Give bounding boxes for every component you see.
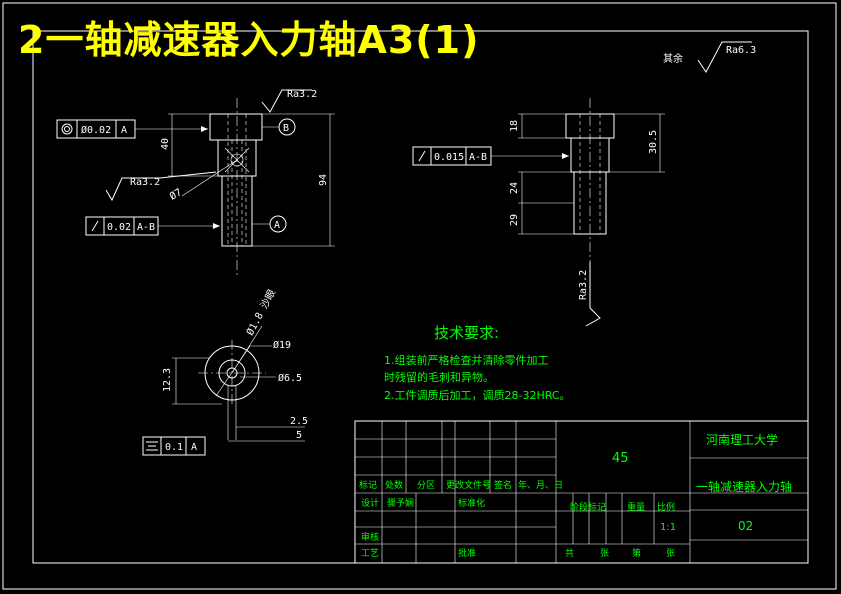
dim-18: 18: [509, 120, 520, 132]
roughness-top-icon: [261, 89, 312, 113]
flange-outline: [209, 113, 263, 141]
tb-zone: 分区: [417, 480, 435, 491]
tb-approve: 批准: [458, 547, 476, 559]
bottom-view: Ø1.8 沙眼 Ø19 Ø6.5 12.3 2.5 5 0.1: [142, 288, 308, 456]
general-roughness-value: Ra6.3: [726, 45, 756, 56]
dim-24: 24: [509, 182, 520, 194]
roughness-left-value: Ra3.2: [130, 177, 160, 188]
dim-29: 29: [509, 214, 520, 226]
tb-university: 河南理工大学: [706, 432, 778, 447]
fcf-runout-side-tol: 0.015: [434, 152, 464, 163]
tb-mark: 标记: [359, 479, 377, 491]
tb-count: 处数: [385, 479, 403, 491]
tb-material: 45: [612, 451, 629, 466]
datum-a-label: A: [274, 220, 280, 231]
roughness-right-icon: [585, 262, 601, 327]
tb-review: 审核: [361, 531, 379, 543]
tb-part-name: 一轴减速器入力轴: [696, 479, 792, 494]
concentric-symbol-icon: [61, 123, 73, 135]
tech-line-1: 1.组装前严格检查并清除零件加工: [384, 353, 549, 367]
runout-side-symbol-icon: [418, 150, 426, 162]
tb-process: 工艺: [361, 548, 379, 559]
fcf-runout-side-datum: A-B: [469, 152, 487, 163]
tb-drawing-no: 02: [738, 519, 753, 533]
tb-sign: 签名: [494, 479, 512, 491]
tech-line-2: 时残留的毛刺和异物。: [384, 370, 494, 384]
roughness-top-value: Ra3.2: [287, 89, 317, 100]
cross-hole: [230, 153, 244, 167]
tb-scale-label: 比例: [657, 501, 675, 513]
fcf-concentric-tol: Ø0.02: [81, 124, 111, 136]
tb-weight: 重量: [627, 501, 645, 513]
tb-sheets-unit: 张: [600, 548, 609, 559]
datum-b-label: B: [283, 123, 289, 134]
side-view: 18 30.5 24 29 0.015 A-B Ra3.2: [412, 98, 665, 327]
dim-12-3: 12.3: [162, 368, 173, 392]
tb-design-label: 设计: [361, 497, 379, 509]
tb-sheets: 共: [565, 548, 574, 559]
fcf-symmetry-datum: A: [191, 442, 197, 453]
roughness-symbol-icon: [697, 41, 752, 73]
fcf-runout-front: 0.02 A-B: [85, 216, 220, 236]
front-view: Ra3.2 Ra3.2 Ø0.02 A 0.02 A-B: [56, 89, 335, 276]
tb-scale: 1:1: [660, 522, 676, 533]
fcf-runout-side: 0.015 A-B: [412, 146, 569, 166]
general-roughness: 其余 Ra6.3: [663, 41, 756, 73]
dim-phi19: Ø19: [273, 339, 291, 351]
fcf-concentric-datum: A: [121, 125, 127, 136]
dim-40: 40: [160, 138, 171, 150]
tb-change-doc: 更改文件号: [446, 479, 491, 491]
general-roughness-label: 其余: [663, 52, 683, 65]
symmetry-symbol-icon: [146, 441, 158, 451]
tech-heading: 技术要求:: [434, 324, 499, 342]
roughness-right-value: Ra3.2: [578, 270, 589, 300]
tech-requirements: 技术要求: 1.组装前严格检查并清除零件加工 时残留的毛刺和异物。 2.工件调质…: [384, 324, 571, 402]
fcf-concentric: Ø0.02 A: [56, 119, 208, 139]
tb-standardize: 标准化: [458, 497, 485, 509]
fcf-runout-front-datum: A-B: [137, 222, 155, 233]
dim-phi7: Ø7: [168, 186, 184, 202]
dim-phi6-5: Ø6.5: [278, 372, 302, 384]
tb-date: 年、月、日: [518, 479, 563, 491]
fcf-runout-front-tol: 0.02: [107, 222, 131, 233]
dim-30-5: 30.5: [648, 130, 659, 154]
runout-symbol-icon: [91, 220, 99, 232]
tb-stage: 阶段标记: [570, 501, 606, 513]
datum-a-bubble: [269, 215, 287, 233]
dim-94: 94: [318, 174, 329, 186]
drawing-title: 2一轴减速器入力轴A3(1): [18, 18, 480, 62]
dim-2-5: 2.5: [290, 416, 308, 427]
tb-sheet-unit: 张: [666, 548, 675, 559]
tb-designer: 骤予娴: [387, 497, 414, 509]
fcf-symmetry-tol: 0.1: [165, 442, 183, 453]
fcf-symmetry: 0.1 A: [142, 436, 206, 456]
tb-sheet: 第: [632, 547, 641, 559]
dim-5: 5: [296, 430, 302, 441]
datum-b-bubble: [278, 118, 296, 136]
dim-holes: Ø1.8 沙眼: [244, 288, 278, 338]
title-block: 45 河南理工大学 一轴减速器入力轴 02 1:1 标记 处数 分区 更改文件号…: [354, 420, 809, 564]
tech-line-3: 2.工件调质后加工，调质28-32HRC。: [384, 389, 571, 402]
